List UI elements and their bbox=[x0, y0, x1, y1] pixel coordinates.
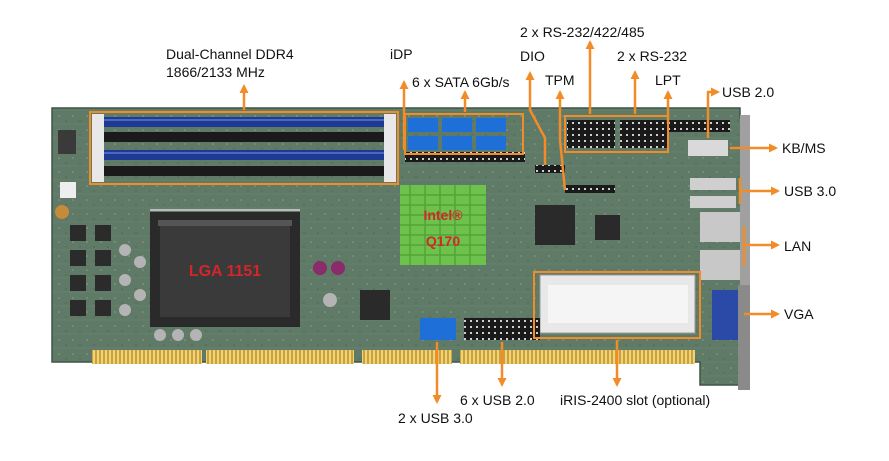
dimm-slots bbox=[92, 114, 396, 182]
ddr4-label-line1: Dual-Channel DDR4 bbox=[166, 46, 294, 62]
iris-slot-label: iRIS-2400 slot (optional) bbox=[560, 392, 711, 408]
ddr4-label-line2: 1866/2133 MHz bbox=[166, 64, 265, 80]
usb3-header bbox=[420, 318, 456, 340]
tpm-header bbox=[565, 185, 615, 193]
sata-connectors bbox=[408, 118, 506, 150]
iris-slot bbox=[539, 274, 696, 334]
vga-label: VGA bbox=[784, 306, 814, 322]
usb2-header bbox=[464, 318, 540, 340]
lpt-label: LPT bbox=[655, 72, 681, 88]
usb30-bottom-label: 2 x USB 3.0 bbox=[398, 410, 473, 426]
rs232-label: 2 x RS-232 bbox=[617, 48, 688, 64]
dio-header bbox=[535, 165, 565, 173]
sata-label: 6 x SATA 6Gb/s bbox=[412, 74, 510, 90]
serial-headers bbox=[567, 120, 730, 148]
usb20-top-label: USB 2.0 bbox=[722, 84, 775, 100]
tpm-label: TPM bbox=[545, 72, 575, 88]
usb30-right-label: USB 3.0 bbox=[784, 183, 837, 199]
chipset-model-label: Q170 bbox=[426, 233, 460, 249]
lan-label: LAN bbox=[784, 238, 812, 254]
idp-header bbox=[405, 152, 525, 162]
dio-label: DIO bbox=[520, 48, 545, 64]
rear-io bbox=[688, 140, 740, 340]
callout-arrows bbox=[239, 40, 780, 404]
controller-chip bbox=[360, 290, 390, 320]
cpu-socket-label: LGA 1151 bbox=[189, 263, 261, 280]
chipset-heatsink bbox=[400, 185, 486, 265]
rs232-422-485-label: 2 x RS-232/422/485 bbox=[520, 24, 645, 40]
kbms-label: KB/MS bbox=[782, 140, 826, 156]
idp-label: iDP bbox=[390, 46, 413, 62]
cpu-socket bbox=[150, 209, 300, 327]
vrm-components bbox=[55, 130, 345, 341]
chipset-label: Intel® bbox=[423, 207, 463, 223]
usb20-bottom-label: 6 x USB 2.0 bbox=[460, 392, 535, 408]
super-io-chip bbox=[535, 205, 575, 245]
